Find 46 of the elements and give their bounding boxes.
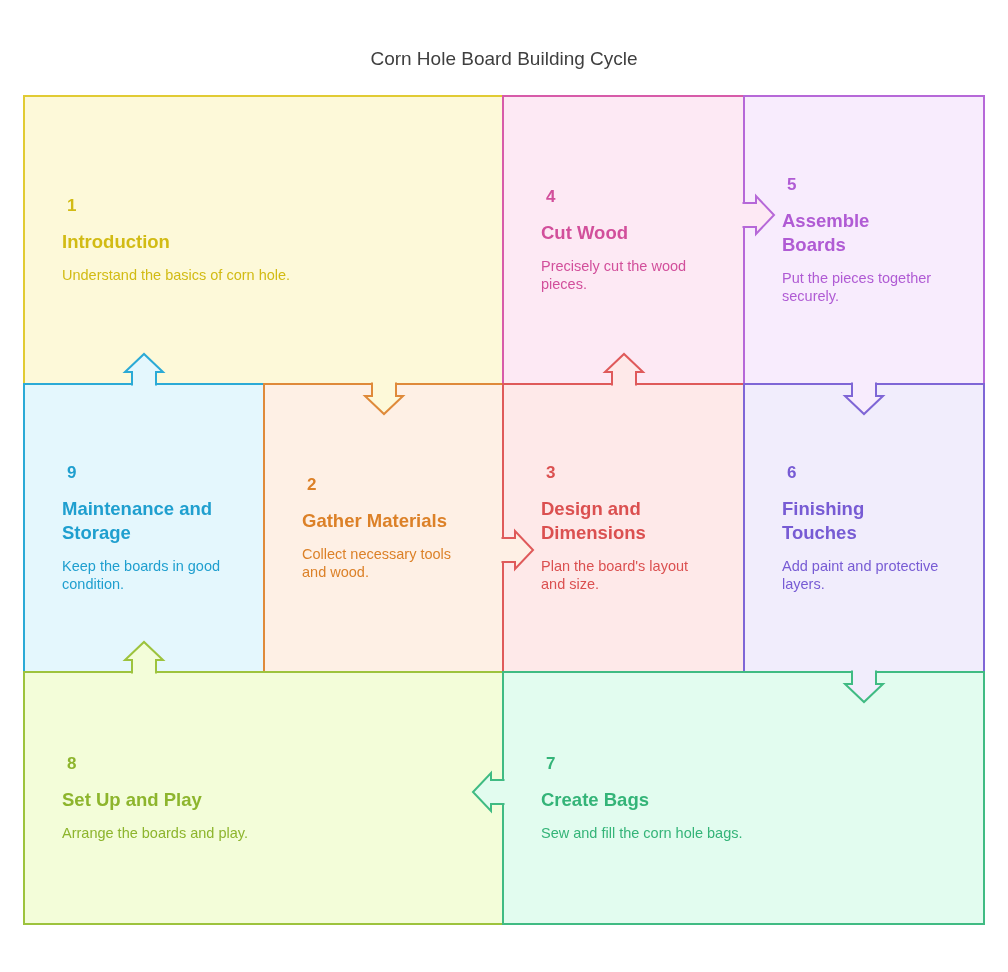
step-number: 3 <box>546 463 556 483</box>
block-arrow <box>471 770 506 814</box>
step-title: Set Up and Play <box>62 788 202 812</box>
step-panel <box>502 671 985 925</box>
step-title: Finishing Touches <box>782 497 866 545</box>
step-description: Sew and fill the corn hole bags. <box>541 824 743 842</box>
step-title: Maintenance and Storage <box>62 497 214 545</box>
step-title: Gather Materials <box>302 509 447 533</box>
step-number: 7 <box>546 754 556 774</box>
step-number: 6 <box>787 463 797 483</box>
step-panel <box>743 95 985 385</box>
step-title: Introduction <box>62 230 170 254</box>
step-number: 9 <box>67 463 77 483</box>
block-arrow <box>362 381 406 416</box>
step-description: Precisely cut the wood pieces. <box>541 257 688 293</box>
step-number: 4 <box>546 187 556 207</box>
step-description: Keep the boards in good condition. <box>62 557 221 593</box>
step-number: 2 <box>307 475 317 495</box>
step-description: Collect necessary tools and wood. <box>302 545 453 581</box>
block-arrow <box>741 193 776 237</box>
step-title: Create Bags <box>541 788 649 812</box>
step-title: Design and Dimensions <box>541 497 647 545</box>
step-number: 1 <box>67 196 77 216</box>
step-panel <box>263 383 504 673</box>
step-description: Arrange the boards and play. <box>62 824 248 842</box>
step-panel <box>23 671 504 925</box>
block-arrow <box>602 352 646 387</box>
block-arrow <box>500 528 535 572</box>
step-title: Assemble Boards <box>782 209 871 257</box>
step-panel <box>23 383 265 673</box>
block-arrow <box>122 352 166 387</box>
block-arrow <box>842 381 886 416</box>
step-number: 5 <box>787 175 797 195</box>
step-panel <box>743 383 985 673</box>
step-description: Put the pieces together securely. <box>782 269 933 305</box>
step-title: Cut Wood <box>541 221 628 245</box>
step-description: Add paint and protective layers. <box>782 557 940 593</box>
step-panel <box>502 383 745 673</box>
step-panel <box>23 95 504 385</box>
step-panel <box>502 95 745 385</box>
step-description: Understand the basics of corn hole. <box>62 266 291 284</box>
block-arrow <box>122 640 166 675</box>
step-number: 8 <box>67 754 77 774</box>
block-arrow <box>842 669 886 704</box>
diagram-title: Corn Hole Board Building Cycle <box>370 47 638 71</box>
step-description: Plan the board's layout and size. <box>541 557 690 593</box>
